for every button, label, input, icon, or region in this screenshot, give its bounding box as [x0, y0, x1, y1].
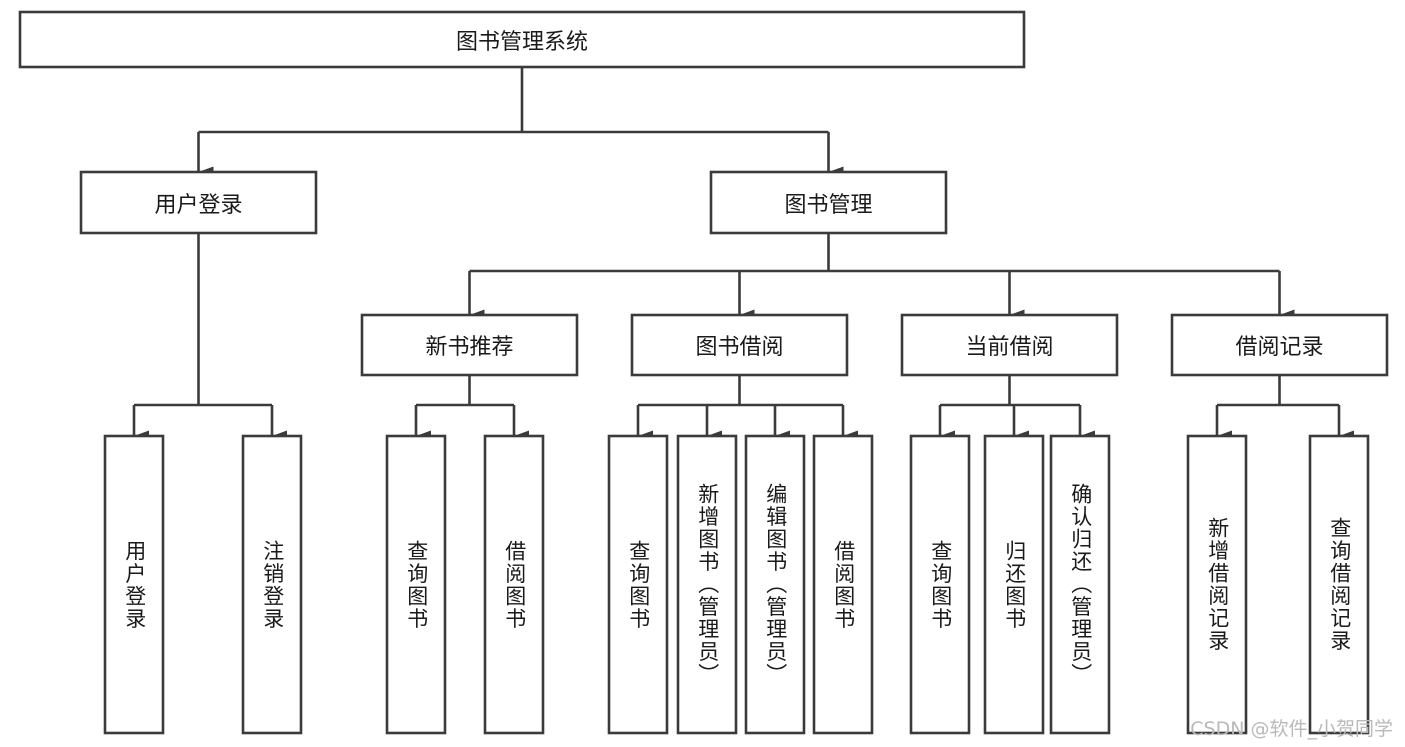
box-layer: [18, 10, 1389, 735]
node-box-book-borrow[interactable]: [630, 313, 849, 377]
node-box-leaf-user-login[interactable]: [103, 434, 165, 735]
connector-layer: [132, 67, 1354, 442]
node-box-leaf-user-logout[interactable]: [241, 434, 303, 735]
node-box-book-manage[interactable]: [709, 170, 948, 235]
node-box-root[interactable]: [18, 10, 1026, 69]
node-box-leaf-query-book-borrow[interactable]: [607, 434, 669, 735]
node-box-new-book-recommend[interactable]: [360, 313, 579, 377]
node-box-leaf-query-borrow-record[interactable]: [1308, 434, 1370, 735]
node-box-leaf-confirm-return-admin[interactable]: [1049, 434, 1111, 735]
node-box-leaf-query-book-rec[interactable]: [385, 434, 447, 735]
node-box-current-borrow[interactable]: [900, 313, 1119, 377]
node-box-leaf-return-book[interactable]: [983, 434, 1045, 735]
node-box-leaf-edit-book-admin[interactable]: [744, 434, 806, 735]
node-box-leaf-add-borrow-record[interactable]: [1186, 434, 1248, 735]
node-box-leaf-add-book-admin[interactable]: [676, 434, 738, 735]
node-box-borrow-record[interactable]: [1170, 313, 1389, 377]
node-box-leaf-borrow-book[interactable]: [812, 434, 874, 735]
node-box-leaf-query-book-current[interactable]: [909, 434, 971, 735]
node-box-leaf-borrow-book-rec[interactable]: [483, 434, 545, 735]
node-box-user-login[interactable]: [79, 170, 318, 235]
